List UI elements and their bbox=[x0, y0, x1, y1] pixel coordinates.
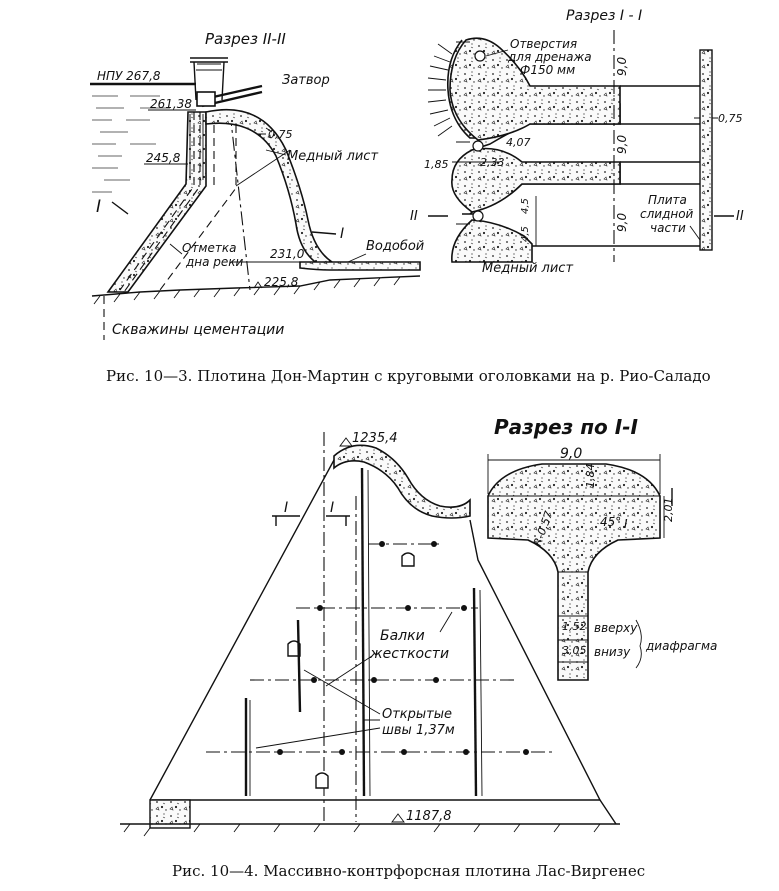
el-261-label: 261,38 bbox=[150, 97, 192, 111]
el-231-label: 231,0 bbox=[270, 247, 305, 261]
copper-sheet-label-2: Медный лист bbox=[482, 261, 573, 276]
thick-075-label: 0,75 bbox=[268, 128, 293, 141]
dim-185: 1,85 bbox=[424, 158, 449, 171]
fig1-section-22: Разрез II-II Затвор НПУ 267,8 261,38 245… bbox=[90, 30, 424, 340]
section-22-title: Разрез II-II bbox=[205, 30, 286, 48]
section-11-title: Разрез I - I bbox=[566, 8, 642, 24]
dim-233: 2,33 bbox=[480, 156, 505, 169]
diaphragm-label: диафрагма bbox=[645, 639, 717, 653]
head-upper bbox=[449, 37, 621, 141]
dim-075-right: 0,75 bbox=[718, 112, 743, 125]
open-joint-2 bbox=[472, 587, 478, 797]
drain-hole-3 bbox=[472, 210, 484, 222]
drain-label-2: для дренажа bbox=[507, 50, 592, 64]
roman-1-left: I bbox=[96, 197, 101, 217]
beam-markers bbox=[277, 541, 529, 755]
dim-90-a: 9,0 bbox=[615, 57, 629, 76]
dim-45-a: 4,5 bbox=[520, 198, 531, 214]
base-elevation: 1187,8 bbox=[406, 809, 452, 824]
dim-407: 4,07 bbox=[506, 136, 531, 149]
ground-hatch bbox=[93, 276, 401, 305]
el-225-label: 225,8 bbox=[264, 275, 299, 289]
gate-hoist bbox=[190, 57, 228, 101]
cut-I-1: I bbox=[284, 500, 288, 516]
dim-90: 9,0 bbox=[560, 446, 582, 462]
ground-hatch-2 bbox=[123, 823, 601, 837]
opening-1 bbox=[401, 552, 415, 567]
crest-cap bbox=[333, 444, 471, 519]
head-lower bbox=[451, 219, 533, 263]
drain-label-1: Отверстия bbox=[510, 37, 577, 51]
spillway-label: Водобой bbox=[366, 239, 424, 254]
dim-90-b: 9,0 bbox=[615, 135, 629, 154]
dim-90-c: 9,0 bbox=[615, 213, 629, 232]
fig2-elevation: 1235,4 I I Балки жесткости bbox=[120, 431, 620, 837]
fig2-section-11: Разрез по I-I 9,0 1,84 2,01 45° R-0,57 I… bbox=[487, 415, 717, 681]
dim-45: 45° bbox=[600, 515, 621, 529]
roman-2-left: II bbox=[410, 209, 418, 224]
gate-block bbox=[196, 91, 216, 107]
dim-305: 3,05 bbox=[562, 644, 587, 657]
mark-I-label: I bbox=[340, 226, 344, 242]
joints-label-2: швы 1,37м bbox=[382, 723, 455, 738]
slide-label-2: слидной bbox=[640, 207, 694, 221]
npu-label: НПУ 267,8 bbox=[97, 69, 161, 83]
fig2-section-title: Разрез по I-I bbox=[494, 415, 639, 439]
el-245-label: 245,8 bbox=[146, 151, 181, 165]
riverbed-label-1: Отметка bbox=[182, 241, 236, 255]
radial-hatch bbox=[427, 43, 453, 137]
bottom-label: внизу bbox=[594, 645, 631, 659]
opening-2 bbox=[287, 640, 301, 657]
stiffening-label-2: жесткости bbox=[369, 646, 449, 662]
drain-hole-1 bbox=[474, 50, 486, 62]
roman-2-right: II bbox=[736, 209, 744, 224]
water-hatch bbox=[92, 95, 170, 193]
opening-3 bbox=[315, 772, 329, 789]
riverbed-label-2: дна реки bbox=[185, 255, 244, 269]
drain-label-3: Ф150 мм bbox=[520, 63, 575, 77]
dim-45-b: 4,5 bbox=[520, 226, 531, 242]
joints-label-1: Открытые bbox=[382, 707, 452, 722]
crest-elevation: 1235,4 bbox=[352, 431, 398, 446]
stiffening-label-1: Балки bbox=[380, 628, 425, 644]
slide-label-1: Плита bbox=[648, 193, 687, 207]
open-joint-4 bbox=[296, 619, 302, 713]
fig1-section-11: Разрез I - I Отверстия для дренажа Ф150 … bbox=[410, 8, 744, 276]
fig1-caption: Рис. 10—3. Плотина Дон-Мартин с круговым… bbox=[106, 367, 711, 385]
dim-184: 1,84 bbox=[584, 464, 597, 489]
dim-152: 1,52 bbox=[562, 620, 587, 633]
cut-I-2: I bbox=[330, 500, 334, 516]
copper-sheet-label: Медный лист bbox=[287, 149, 378, 164]
spillway-apron bbox=[299, 261, 421, 271]
slide-label-3: части bbox=[650, 221, 686, 235]
top-label: вверху bbox=[594, 621, 638, 635]
fig2-caption: Рис. 10—4. Массивно-контрфорсная плотина… bbox=[172, 862, 645, 880]
gate-label: Затвор bbox=[282, 73, 330, 88]
buttress-wall-right bbox=[699, 49, 713, 251]
grout-wells-label: Скважины цементации bbox=[112, 322, 284, 338]
cut-I-3: I bbox=[624, 517, 628, 531]
drain-hole-2 bbox=[472, 140, 484, 152]
open-joint-1 bbox=[360, 467, 366, 797]
